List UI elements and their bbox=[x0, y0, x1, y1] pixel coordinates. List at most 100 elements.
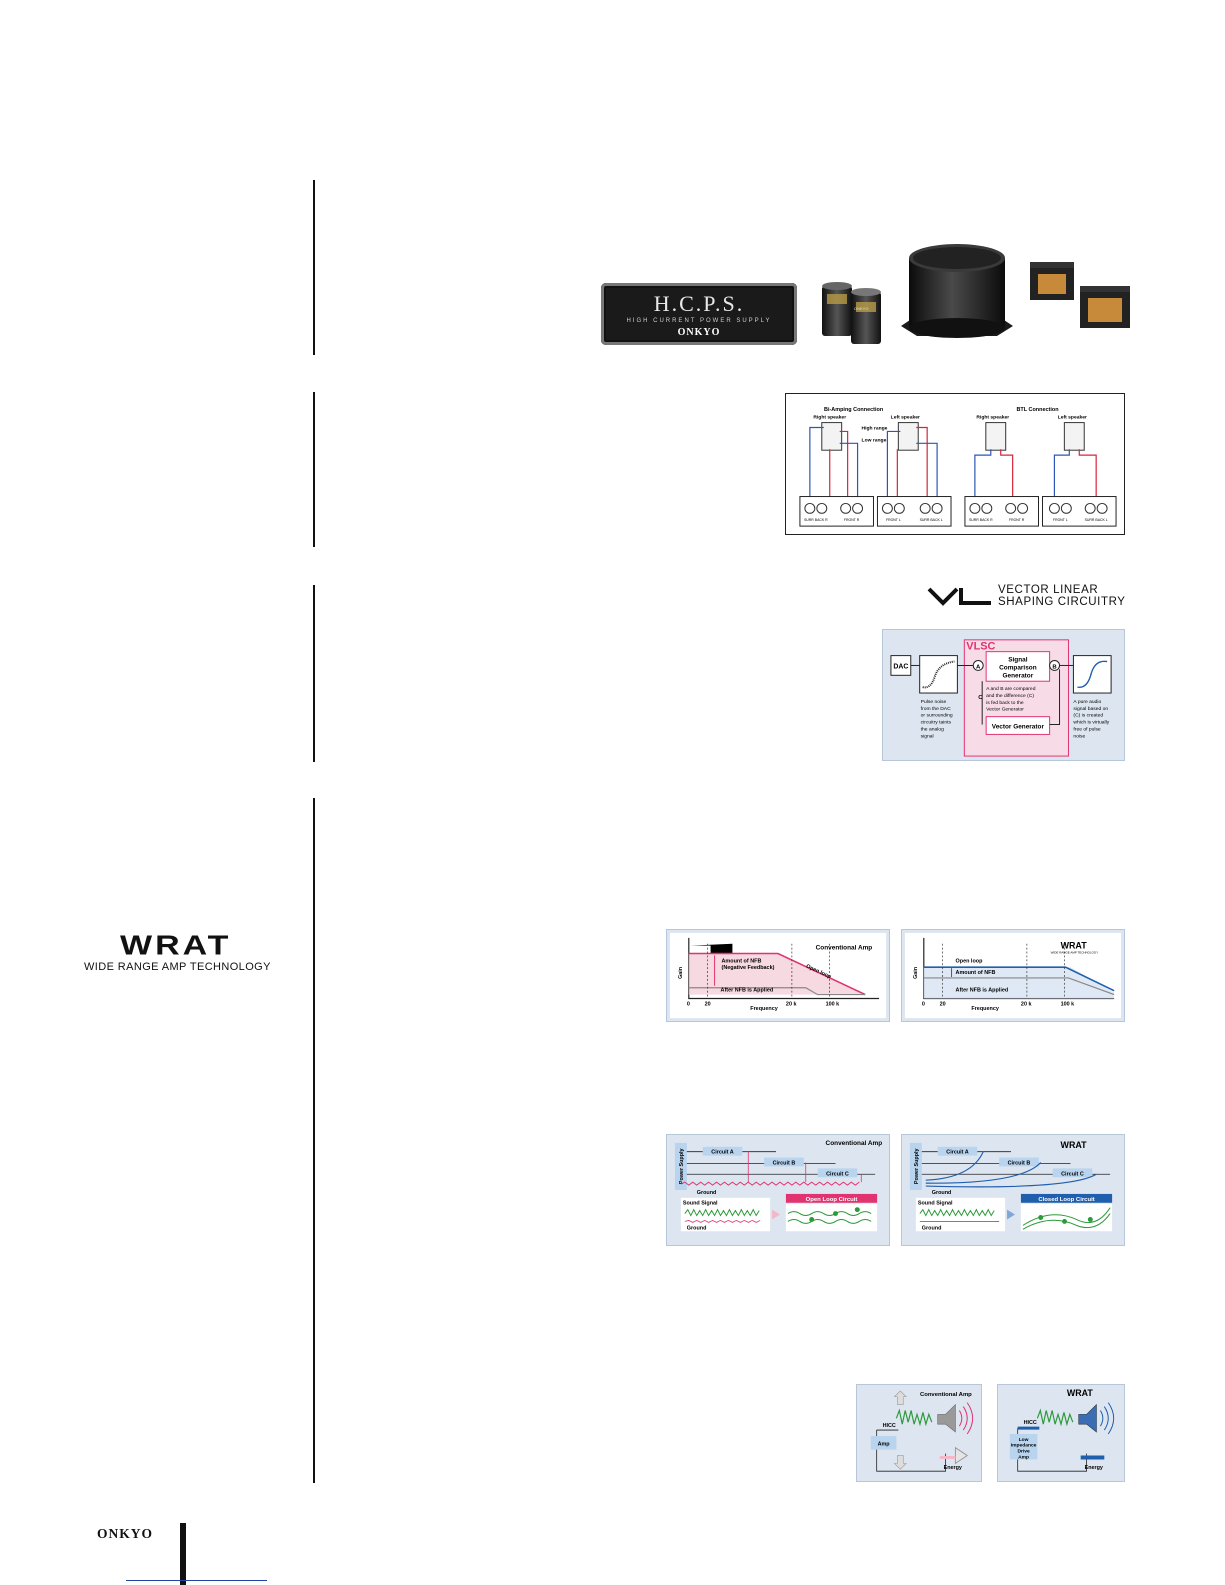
hicc-wrat-diagram: WRAT HICC Low Impedance Drive Amp Energy bbox=[997, 1384, 1125, 1482]
svg-text:SURR BACK L: SURR BACK L bbox=[920, 518, 943, 522]
svg-text:Energy: Energy bbox=[944, 1465, 962, 1471]
svg-text:(C) is created: (C) is created bbox=[1073, 713, 1103, 719]
svg-text:free of pulse: free of pulse bbox=[1073, 726, 1101, 732]
svg-text:Circuit A: Circuit A bbox=[946, 1150, 969, 1156]
svg-text:HICC: HICC bbox=[1024, 1420, 1037, 1426]
svg-text:Energy: Energy bbox=[1085, 1465, 1103, 1471]
svg-text:noise: noise bbox=[1073, 733, 1085, 739]
hcps-badge: H.C.P.S. HIGH CURRENT POWER SUPPLY ONKYO bbox=[601, 283, 797, 345]
capacitor-label: ONKYO bbox=[854, 306, 869, 311]
svg-text:Circuit C: Circuit C bbox=[826, 1171, 849, 1177]
footer-rule bbox=[180, 1523, 186, 1585]
nfb-chart-wrat: WRAT WIDE RANGE AMP TECHNOLOGY Open loop… bbox=[901, 929, 1125, 1022]
svg-text:the analog: the analog bbox=[921, 726, 944, 732]
svg-text:0: 0 bbox=[922, 1001, 925, 1007]
power-transformers-photo bbox=[1030, 262, 1130, 328]
svg-text:Frequency: Frequency bbox=[971, 1006, 999, 1012]
svg-text:After NFB is Applied: After NFB is Applied bbox=[956, 988, 1009, 994]
closed-loop-diagram: Power Supply Circuit A Circuit B Circuit… bbox=[901, 1134, 1125, 1246]
open-loop-banner: Open Loop Circuit bbox=[806, 1197, 858, 1203]
section-rule-vlsc bbox=[313, 585, 315, 762]
nfb-chart-conventional: Conventional Amp Amount of NFB (Negative… bbox=[666, 929, 890, 1022]
vl-logo-line1: VECTOR LINEAR bbox=[998, 584, 1099, 596]
footer-brand: ONKYO bbox=[97, 1526, 154, 1541]
svg-text:Drive: Drive bbox=[1017, 1449, 1030, 1455]
biamp-left-title: Bi-Amping Connection bbox=[824, 407, 883, 413]
footer-link-underline[interactable] bbox=[126, 1580, 267, 1581]
svg-text:Circuit A: Circuit A bbox=[711, 1150, 734, 1156]
biamp-left-speaker: Left speaker bbox=[891, 415, 920, 421]
svg-text:signal: signal bbox=[921, 733, 934, 739]
svg-text:circuitry taints: circuitry taints bbox=[921, 720, 952, 726]
svg-text:Impedance: Impedance bbox=[1011, 1443, 1037, 1449]
svg-text:100 k: 100 k bbox=[1061, 1001, 1076, 1007]
capacitors-photo bbox=[822, 282, 881, 344]
wrat-logo: WRAT bbox=[120, 930, 232, 962]
transformer-photo bbox=[901, 244, 1013, 338]
svg-text:WRAT: WRAT bbox=[1067, 1388, 1093, 1398]
svg-text:100 k: 100 k bbox=[826, 1001, 841, 1007]
dac-label: DAC bbox=[893, 663, 908, 670]
svg-text:HICC: HICC bbox=[883, 1423, 896, 1429]
section-rule-hcps bbox=[313, 180, 315, 355]
svg-text:FRONT L: FRONT L bbox=[1053, 518, 1068, 522]
svg-text:is fed back to the: is fed back to the bbox=[986, 700, 1024, 706]
svg-text:which is virtually: which is virtually bbox=[1073, 720, 1109, 726]
svg-text:0: 0 bbox=[687, 1001, 690, 1007]
svg-text:Sound Signal: Sound Signal bbox=[918, 1201, 953, 1207]
vl-logo-mark bbox=[927, 587, 991, 606]
wrat-logo-subtitle: WIDE RANGE AMP TECHNOLOGY bbox=[84, 961, 271, 973]
hcps-badge-title: H.C.P.S. bbox=[653, 291, 745, 316]
svg-text:20 k: 20 k bbox=[786, 1001, 798, 1007]
svg-text:20 k: 20 k bbox=[1021, 1001, 1033, 1007]
svg-text:SURR BACK L: SURR BACK L bbox=[1085, 518, 1108, 522]
svg-text:Power Supply: Power Supply bbox=[679, 1149, 685, 1185]
biamp-right-title: BTL Connection bbox=[1016, 407, 1058, 413]
hicc-conventional-diagram: Conventional Amp HICC Amp Energy bbox=[856, 1384, 982, 1482]
svg-text:Amp: Amp bbox=[878, 1442, 891, 1448]
svg-text:FRONT R: FRONT R bbox=[1009, 518, 1025, 522]
svg-text:Circuit B: Circuit B bbox=[773, 1160, 796, 1166]
svg-text:WRAT: WRAT bbox=[1061, 941, 1088, 951]
svg-text:Conventional Amp: Conventional Amp bbox=[826, 1140, 883, 1147]
closed-loop-banner: Closed Loop Circuit bbox=[1038, 1197, 1094, 1203]
svg-text:Conventional Amp: Conventional Amp bbox=[920, 1392, 972, 1398]
svg-text:Ground: Ground bbox=[932, 1190, 952, 1196]
section-rule-wrat bbox=[313, 798, 315, 1483]
svg-text:Ground: Ground bbox=[687, 1225, 707, 1231]
svg-text:Amount of NFB: Amount of NFB bbox=[956, 970, 996, 976]
svg-text:signal based on: signal based on bbox=[1073, 706, 1108, 712]
vl-logo-line2: SHAPING CIRCUITRY bbox=[998, 596, 1126, 608]
hcps-badge-subtitle: HIGH CURRENT POWER SUPPLY bbox=[626, 318, 772, 324]
btl-left-speaker: Left speaker bbox=[1058, 415, 1087, 421]
svg-text:Vector Generator: Vector Generator bbox=[986, 707, 1024, 713]
svg-text:Gain: Gain bbox=[913, 967, 919, 979]
svg-text:from the DAC: from the DAC bbox=[921, 706, 951, 712]
svg-text:Comparison: Comparison bbox=[999, 664, 1037, 671]
svg-text:Ground: Ground bbox=[922, 1225, 942, 1231]
svg-text:Sound Signal: Sound Signal bbox=[683, 1201, 718, 1207]
svg-text:Ground: Ground bbox=[697, 1190, 717, 1196]
biamp-diagram: Bi-Amping Connection BTL Connection Righ… bbox=[785, 393, 1125, 535]
svg-text:Frequency: Frequency bbox=[750, 1006, 778, 1012]
svg-text:Open loop: Open loop bbox=[956, 958, 984, 964]
biamp-right-speaker: Right speaker bbox=[813, 415, 846, 421]
svg-text:B: B bbox=[1052, 664, 1056, 670]
svg-text:FRONT L: FRONT L bbox=[886, 518, 901, 522]
open-loop-diagram: Power Supply Circuit A Circuit B Circuit… bbox=[666, 1134, 890, 1246]
svg-text:A: A bbox=[976, 664, 981, 670]
vlsc-diagram: VLSC DAC A Signal Comparison Generator B… bbox=[882, 629, 1125, 761]
biamp-low-range: Low range bbox=[862, 437, 887, 443]
section-rule-biamp bbox=[313, 392, 315, 547]
nfb-conventional-title: Conventional Amp bbox=[816, 945, 873, 952]
svg-text:or surrounding: or surrounding bbox=[921, 713, 953, 719]
svg-text:SURR BACK R: SURR BACK R bbox=[804, 518, 828, 522]
vlsc-label: VLSC bbox=[966, 641, 995, 653]
svg-text:and the difference (C): and the difference (C) bbox=[986, 693, 1034, 699]
biamp-high-range: High range bbox=[862, 426, 888, 432]
svg-text:WIDE RANGE AMP TECHNOLOGY: WIDE RANGE AMP TECHNOLOGY bbox=[1051, 951, 1099, 955]
svg-text:WRAT: WRAT bbox=[1061, 1140, 1088, 1150]
svg-text:Gain: Gain bbox=[678, 967, 684, 979]
svg-text:Power Supply: Power Supply bbox=[914, 1149, 920, 1185]
svg-text:Pulse noise: Pulse noise bbox=[921, 699, 947, 705]
